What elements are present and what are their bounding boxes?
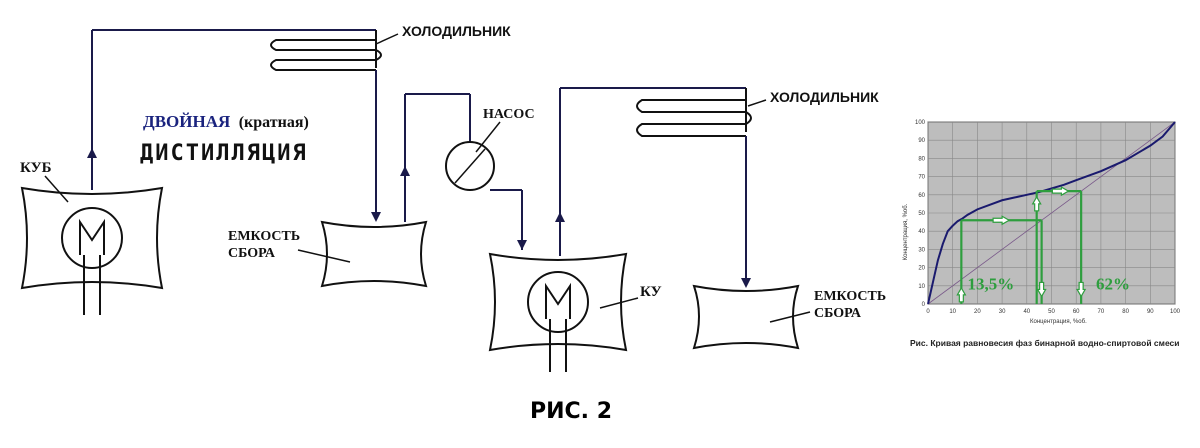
pump-label: НАСОС [483,107,535,122]
series-line-equilibrium [927,121,1176,305]
cooler-1-label: ХОЛОДИЛЬНИК [402,23,511,39]
right-arrow-marker [992,215,1011,226]
annotation-13-5: 13,5% [968,274,1015,293]
equilibrium-chart: 0 10 20 30 40 50 60 70 80 90 100 0 10 20 30 40 50 60 70 80 9… [915,120,1181,315]
title-line-2: ДИСТИЛЛЯЦИЯ [140,141,308,166]
down-arrow-marker [1076,281,1087,298]
x-tick-label: 30 [999,309,1006,315]
figure-label: РИС. 2 [530,399,612,424]
x-tick-label: 90 [1147,309,1154,315]
series-line-diagonal [927,121,1176,305]
x-tick-label: 100 [1170,309,1181,315]
kub-2 [488,252,628,372]
x-tick-label: 40 [1023,309,1030,315]
kub-1-leader [44,175,69,203]
right-arrow-marker [1051,186,1070,197]
down-arrow-marker [1036,281,1047,298]
title-line-1: ДВОЙНАЯ (кратная) [143,112,309,131]
cooler-2 [636,88,752,137]
y-tick-label: 70 [918,175,925,181]
x-tick-label: 20 [974,309,981,315]
y-tick-label: 80 [918,156,925,162]
y-tick-label: 90 [918,138,925,144]
chart-caption: Рис. Кривая равновесия фаз бинарной водн… [910,338,1180,348]
up-arrow-marker [956,286,967,303]
y-tick-label: 20 [918,266,925,272]
down-arrow-1 [371,212,381,222]
x-axis-label: Концентрация, %об. [1030,319,1087,325]
x-tick-label: 70 [1098,309,1105,315]
kub-2-label: КУ [640,284,662,300]
y-tick-label: 30 [918,247,925,253]
y-tick-label: 50 [918,211,925,217]
y-tick-label: 100 [915,120,926,126]
y-tick-label: 10 [918,284,925,290]
up-arrow-1 [87,148,97,158]
kub-1 [20,186,164,315]
pump [445,141,495,191]
y-axis-label: Концентрация, %об. [903,203,909,260]
up-arrow-marker [1031,195,1042,212]
tank-2-label-1: ЕМКОСТЬ [814,289,886,304]
x-tick-label: 60 [1073,309,1080,315]
x-tick-label: 80 [1122,309,1129,315]
tank-2-label-2: СБОРА [814,306,862,321]
cooler-1 [270,30,382,71]
y-tick-label: 40 [918,229,925,235]
kub-1-label: КУБ [20,160,52,176]
tank-1-label-2: СБОРА [228,246,276,261]
y-tick-label: 60 [918,193,925,199]
annotation-62: 62% [1096,274,1130,293]
cooler-2-label: ХОЛОДИЛЬНИК [770,89,879,105]
tank-1 [320,220,428,288]
y-tick-label: 0 [922,302,926,308]
x-tick-label: 10 [949,309,956,315]
x-tick-label: 0 [926,309,930,315]
tank-2 [692,284,800,350]
tank-1-label-1: ЕМКОСТЬ [228,229,300,244]
x-tick-label: 50 [1048,309,1055,315]
